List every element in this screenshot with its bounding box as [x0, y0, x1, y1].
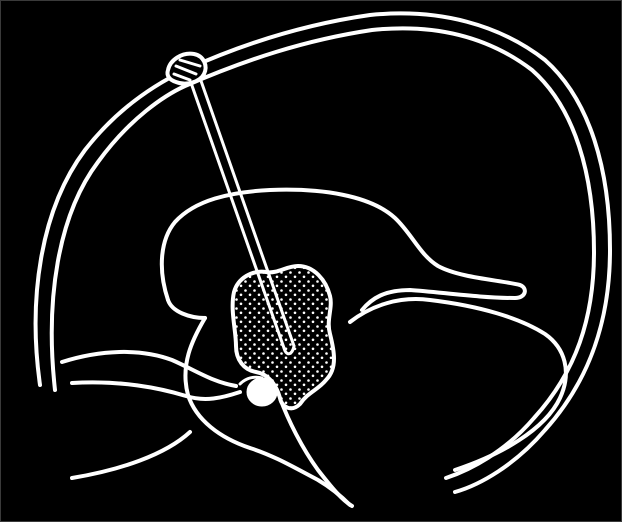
skull-outer-contour [36, 13, 610, 492]
ventricle-outline [162, 190, 525, 310]
nucleus-circle [248, 379, 276, 405]
skull-inner-contour [52, 28, 594, 478]
pituitary-stalk-line [280, 398, 352, 506]
ventricle-lower-edge [168, 300, 205, 318]
optic-tract-line [72, 382, 240, 399]
brain-base-contour [72, 432, 190, 478]
